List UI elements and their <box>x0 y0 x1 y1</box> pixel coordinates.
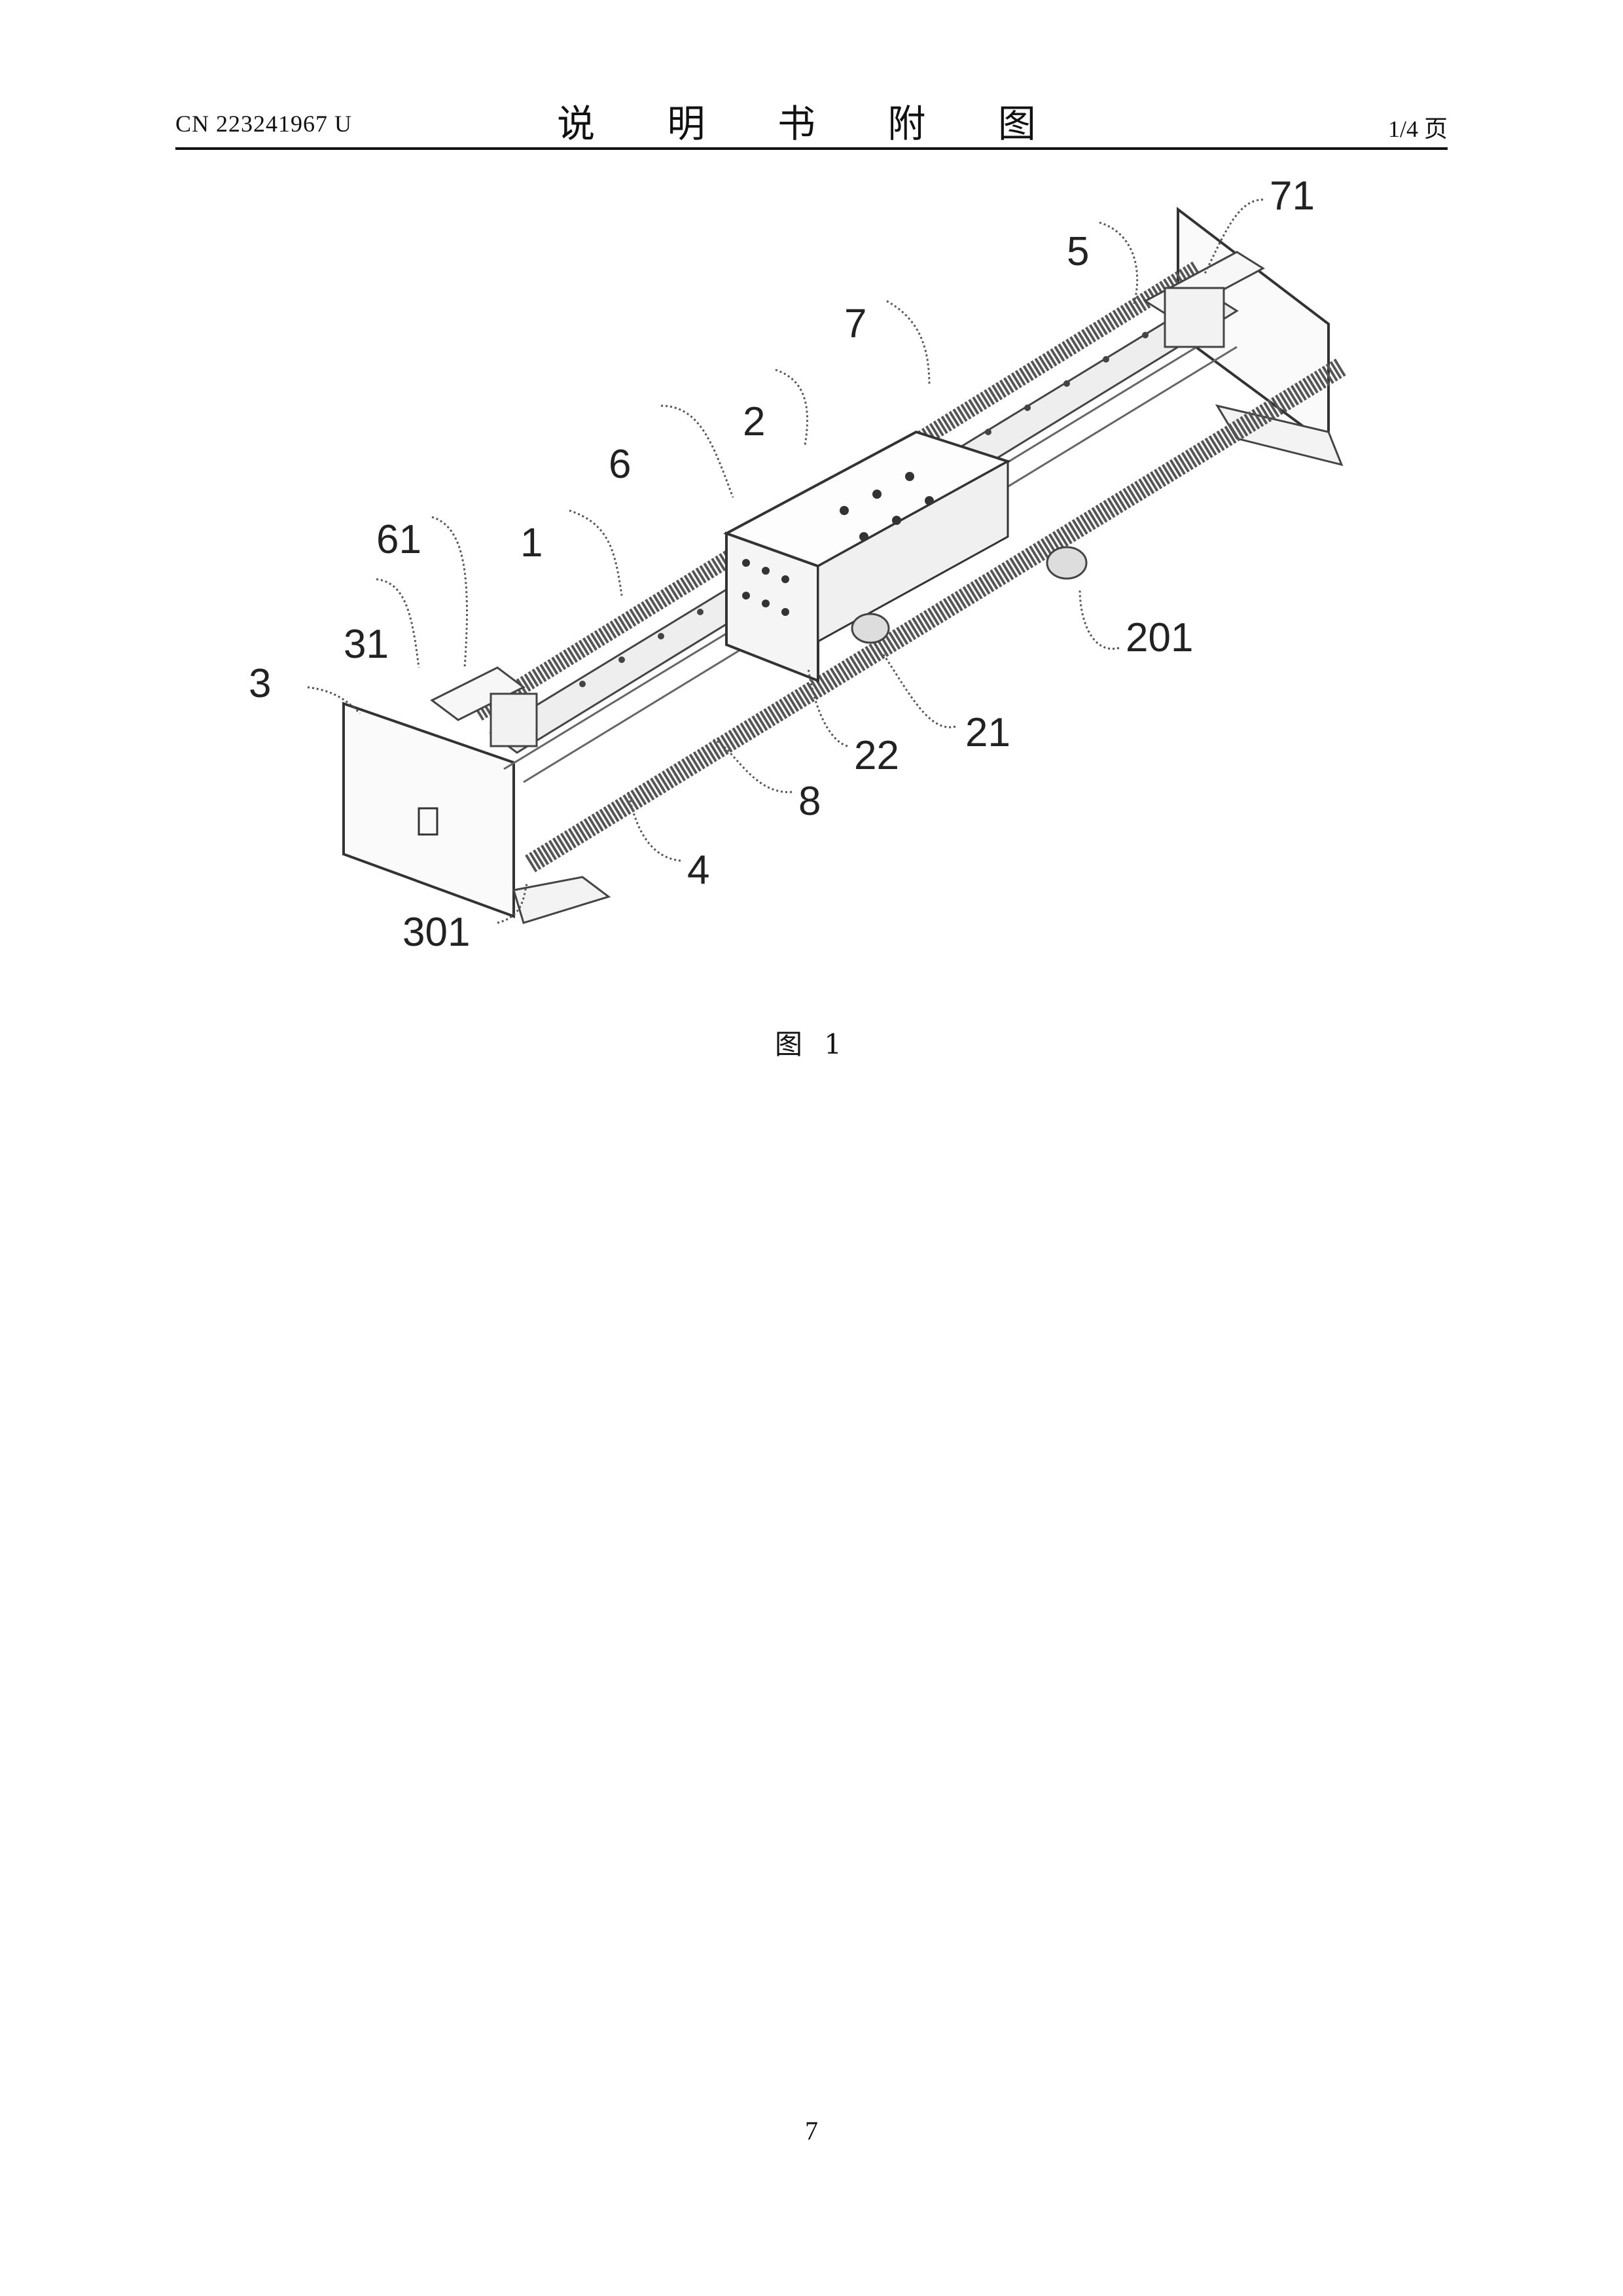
left-end-plate <box>344 704 514 916</box>
header-rule <box>175 147 1448 150</box>
coupler-201 <box>1047 547 1086 579</box>
ref-label-301: 301 <box>402 910 470 955</box>
ref-label-5: 5 <box>1067 229 1089 274</box>
drive-nut <box>852 614 889 643</box>
mechanism-drawing: 71 5 7 2 6 61 1 31 3 201 21 22 8 4 301 <box>216 170 1433 988</box>
ref-label-21: 21 <box>965 710 1010 755</box>
ref-label-31: 31 <box>344 622 389 667</box>
ref-label-22: 22 <box>854 733 899 778</box>
ref-label-71: 71 <box>1270 173 1315 219</box>
figure-caption: 图 1 <box>0 1022 1623 1062</box>
ref-label-2: 2 <box>743 399 765 444</box>
page-number: 7 <box>0 2115 1623 2146</box>
left-bracket <box>514 877 609 923</box>
page-title: 说 明 书 附 图 <box>0 93 1623 148</box>
page-count: 1/4 页 <box>1388 110 1448 144</box>
ref-label-8: 8 <box>798 779 821 824</box>
patent-figure: 71 5 7 2 6 61 1 31 3 201 21 22 8 4 301 <box>216 170 1433 988</box>
ref-label-3: 3 <box>249 661 271 706</box>
ref-label-4: 4 <box>687 848 709 893</box>
ref-label-7: 7 <box>844 301 866 346</box>
ref-label-6: 6 <box>609 442 631 487</box>
ref-label-201: 201 <box>1126 615 1193 660</box>
ref-label-1: 1 <box>520 520 543 565</box>
ref-label-61: 61 <box>376 517 421 562</box>
